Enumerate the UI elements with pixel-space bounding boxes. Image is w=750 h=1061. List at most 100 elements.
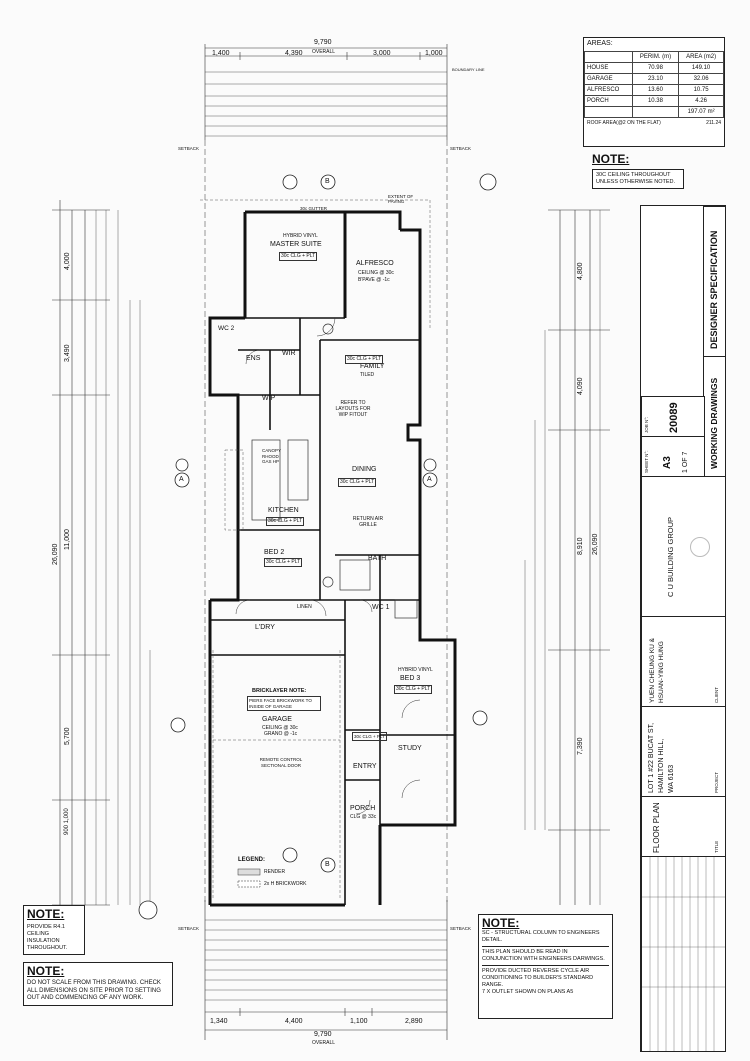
tb-title-text: FLOOR PLAN bbox=[652, 802, 661, 853]
cell bbox=[584, 106, 633, 118]
tb-job-label: JOB N°: bbox=[644, 416, 649, 433]
cell bbox=[631, 106, 680, 118]
tb-company: C U BUILDING GROUP bbox=[641, 476, 726, 618]
roof-area-label: ROOF AREA(@2 ON THE FLAT) bbox=[587, 120, 661, 126]
tb-client-name: YUEN CHEUNG KU & HSUAN-YING HUNG bbox=[649, 637, 665, 703]
grid-b-bottom: B bbox=[325, 861, 330, 868]
tb-job: JOB N°: 20089 bbox=[641, 396, 705, 438]
legend-title: LEGEND: bbox=[238, 857, 265, 863]
tb-working-drawings: WORKING DRAWINGS bbox=[703, 356, 726, 478]
tb-designer-spec: DESIGNER SPECIFICATION bbox=[703, 206, 726, 358]
tb-working-drawings-text: WORKING DRAWINGS bbox=[709, 377, 719, 469]
note-insulation-box: NOTE: PROVIDE R4.1 CEILING INSULATION TH… bbox=[23, 905, 85, 955]
linen-label: LINEN bbox=[297, 604, 312, 610]
note-insulation: NOTE: PROVIDE R4.1 CEILING INSULATION TH… bbox=[23, 905, 85, 955]
tb-sheet-label: SHEET N°: bbox=[644, 450, 649, 473]
overall-width-top: 9,790 bbox=[314, 39, 332, 46]
canopy-note: CANOPY RHOOD GAS HP bbox=[262, 448, 281, 464]
boundary-line-top: BOUNDARY LINE bbox=[452, 67, 485, 72]
legend-brick: 2x H BRICKWORK bbox=[264, 881, 307, 887]
note-engineer-line1: SC - STRUCTURAL COLUMN TO ENGINEERS DETA… bbox=[482, 930, 609, 947]
tb-title: TITLE FLOOR PLAN bbox=[641, 796, 726, 858]
setback-bottom-right: SETBACK bbox=[450, 926, 472, 931]
note-scale-title: NOTE: bbox=[27, 964, 65, 978]
master-suite-label: MASTER SUITE bbox=[270, 241, 322, 248]
bed3-ceiling: 30c CLG + PLT bbox=[394, 685, 433, 694]
dim-left-2: 3,490 bbox=[64, 344, 71, 362]
cell: 70.98 bbox=[631, 62, 680, 74]
note-engineer: NOTE: SC - STRUCTURAL COLUMN TO ENGINEER… bbox=[478, 914, 613, 1019]
tb-designer-spec-text: DESIGNER SPECIFICATION bbox=[709, 230, 719, 349]
tb-sheet-size: A3 bbox=[662, 456, 673, 469]
dining-label: DINING bbox=[352, 466, 377, 473]
refer-note: REFER TO LAYOUTS FOR WIP FITOUT bbox=[335, 400, 371, 418]
roof-area-row: ROOF AREA(@2 ON THE FLAT) 211.24 bbox=[584, 118, 724, 128]
note-engineer-title: NOTE: bbox=[482, 916, 520, 930]
dining-ceiling: 30c CLG + PLT bbox=[338, 478, 377, 487]
ldry-label: L'DRY bbox=[255, 624, 275, 631]
bath-label: BATH bbox=[368, 555, 387, 562]
ens-label: ENS bbox=[246, 355, 261, 362]
areas-header-perim: PERIM. (m) bbox=[631, 51, 680, 63]
gutter-top: 30c GUTTER bbox=[300, 206, 328, 211]
cell: 10.75 bbox=[678, 84, 724, 96]
study-label: STUDY bbox=[398, 745, 422, 752]
dim-left-4: 5,700 bbox=[64, 727, 71, 745]
cell: ALFRESCO bbox=[584, 84, 633, 96]
alfresco-ceiling: CEILING @ 30c bbox=[358, 270, 394, 276]
garage-label: GARAGE bbox=[262, 716, 292, 723]
wip-label: WIP bbox=[262, 395, 276, 402]
note-scale-box: NOTE: DO NOT SCALE FROM THIS DRAWING. CH… bbox=[23, 962, 173, 1006]
company-logo-icon bbox=[690, 537, 710, 557]
overall-width-bottom: 9,790 bbox=[314, 1031, 332, 1038]
note-engineer-line4: 7 X OUTLET SHOWN ON PLANS A5 bbox=[482, 989, 574, 995]
porch-label: PORCH bbox=[350, 805, 376, 812]
tb-title-label: TITLE bbox=[714, 840, 719, 853]
family-ceiling: 30c CLG + PLT bbox=[345, 355, 384, 364]
note-ceiling-text: 30c CEILING THROUGHOUT UNLESS OTHERWISE … bbox=[592, 169, 684, 189]
cell: 13.60 bbox=[631, 84, 680, 96]
wir-label: WIR bbox=[282, 350, 296, 357]
note-insulation-title: NOTE: bbox=[27, 907, 65, 921]
tb-revisions bbox=[641, 856, 726, 1052]
wc2-label: WC 2 bbox=[218, 325, 235, 332]
grid-a-left: A bbox=[179, 476, 184, 483]
dim-right-4: 7,390 bbox=[577, 737, 584, 755]
garage-ceiling: CEILING @ 30c bbox=[262, 725, 298, 731]
cell: 32.06 bbox=[678, 73, 724, 85]
dim-left-5: 900 1,000 bbox=[64, 808, 70, 835]
legend-render: RENDER bbox=[264, 869, 286, 875]
cell: 10.38 bbox=[631, 95, 680, 107]
areas-header-area: AREA (m2) bbox=[678, 51, 724, 63]
return-air: RETURN AIR GRILLE bbox=[352, 516, 384, 528]
dim-top-3: 3,000 bbox=[373, 50, 391, 57]
overall-depth-left: 26,090 bbox=[52, 543, 59, 565]
dim-left-3: 11,000 bbox=[64, 529, 71, 550]
tb-project-label: PROJECT bbox=[714, 771, 719, 793]
tb-client-label: CLIENT bbox=[714, 686, 719, 703]
cell: PORCH bbox=[584, 95, 633, 107]
note-scale-text: DO NOT SCALE FROM THIS DRAWING. CHECK AL… bbox=[27, 980, 161, 1001]
tb-project-line1: LOT 1 #22 BUCAT ST, bbox=[648, 722, 655, 793]
areas-title: AREAS: bbox=[587, 40, 613, 47]
overall-label-bottom: OVERALL bbox=[312, 1040, 336, 1046]
setback-bottom-left: SETBACK bbox=[178, 926, 200, 931]
kitchen-label: KITCHEN bbox=[268, 507, 299, 514]
dim-top-4: 1,000 bbox=[425, 50, 443, 57]
note-engineer-line3: PROVIDE DUCTED REVERSE CYCLE AIR CONDITI… bbox=[482, 968, 594, 988]
areas-header-name bbox=[584, 51, 633, 63]
note-ceiling-title: NOTE: bbox=[592, 152, 630, 166]
dim-top-1: 1,400 bbox=[212, 50, 230, 57]
revision-grid bbox=[642, 857, 725, 1051]
setback-top-right: SETBACK bbox=[450, 146, 472, 151]
note-scale: NOTE: DO NOT SCALE FROM THIS DRAWING. CH… bbox=[23, 962, 173, 1006]
dim-top-2: 4,390 bbox=[285, 50, 303, 57]
areas-header-row: PERIM. (m) AREA (m2) bbox=[584, 51, 724, 63]
overall-depth-right: 26,090 bbox=[592, 533, 599, 555]
kitchen-ceiling: 30c CLG + PLT bbox=[266, 517, 305, 526]
note-insulation-text: PROVIDE R4.1 CEILING INSULATION THROUGHO… bbox=[27, 924, 68, 951]
